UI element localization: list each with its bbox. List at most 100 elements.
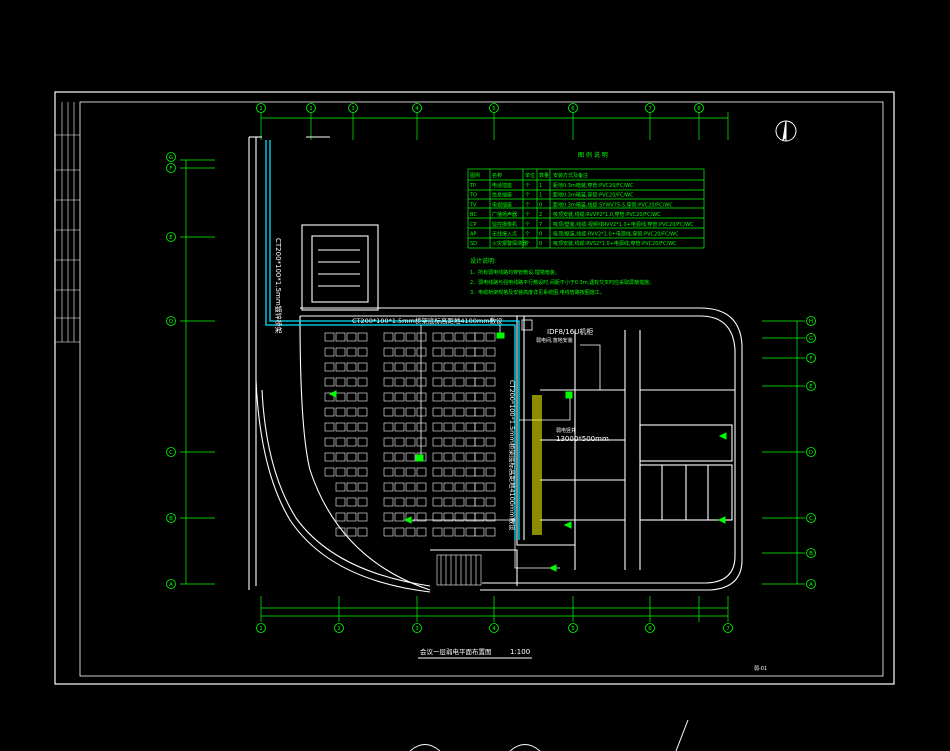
seat (474, 377, 485, 387)
top-dimension-chain (260, 112, 729, 140)
legend-cell: 信息插座 (492, 192, 512, 199)
seat (335, 482, 346, 492)
seat (346, 347, 357, 357)
legend-cell: 距地0.3m暗装,穿管:PVC20/FC/WC (553, 182, 634, 189)
grid-axis-label: 2 (337, 626, 341, 632)
socket-symbol (565, 391, 573, 399)
grid-bubble (489, 103, 499, 113)
seat (465, 437, 476, 447)
seat (346, 422, 357, 432)
seat (416, 407, 427, 417)
seat (416, 422, 427, 432)
seat (416, 362, 427, 372)
grid-axis-label: 6 (648, 626, 652, 632)
seat (432, 467, 443, 477)
seat (383, 392, 394, 402)
legend-cell: 吸顶安装,线缆:RVS2*1.0+电源线,穿管:PVC20/FC/WC (553, 240, 677, 247)
seat (485, 437, 496, 447)
camera-symbol (717, 516, 726, 524)
seat (474, 452, 485, 462)
seat (454, 422, 465, 432)
seat (394, 407, 405, 417)
seat (465, 422, 476, 432)
seat (454, 347, 465, 357)
seat (357, 467, 368, 477)
legend-cell: 个 (525, 183, 530, 189)
seat (383, 452, 394, 462)
seat (416, 512, 427, 522)
seat (357, 437, 368, 447)
grid-axis-label: E (169, 235, 173, 241)
seat (443, 347, 454, 357)
seat (357, 392, 368, 402)
tray-label-horizontal: CT200*100*1.5mm桥架底标高距地4100mm敷设 (352, 316, 503, 325)
grid-axis-label: F (169, 166, 172, 172)
drawing-scale: 1:100 (510, 648, 530, 656)
seat (454, 527, 465, 537)
grid-axis-label: D (809, 450, 813, 456)
seat (432, 527, 443, 537)
seat (335, 392, 346, 402)
grid-bubble (806, 333, 816, 343)
grid-axis-label: 4 (492, 626, 496, 632)
grid-axis-label: 1 (259, 106, 263, 112)
seat (443, 467, 454, 477)
seat (474, 392, 485, 402)
seat (474, 482, 485, 492)
seat (416, 377, 427, 387)
seat (474, 512, 485, 522)
grid-bubble (256, 103, 266, 113)
seat (405, 332, 416, 342)
grid-bubble (166, 447, 176, 457)
seat (394, 422, 405, 432)
seat (405, 407, 416, 417)
camera-symbol (403, 516, 412, 524)
idf-cabinet (521, 319, 533, 331)
seat (394, 347, 405, 357)
seat (465, 362, 476, 372)
seat (346, 407, 357, 417)
seat (357, 482, 368, 492)
seat (443, 527, 454, 537)
seat (474, 497, 485, 507)
legend-cell: 个 (525, 193, 530, 199)
grid-bubble (806, 579, 816, 589)
legend-cell: BC (470, 212, 477, 218)
seat (432, 347, 443, 357)
legend-header-cell: 名称 (492, 172, 502, 179)
seat (324, 452, 335, 462)
seat (416, 392, 427, 402)
seat (454, 377, 465, 387)
seat (405, 392, 416, 402)
legend-cell: 个 (525, 241, 530, 247)
legend-cell: 0 (539, 202, 542, 208)
notes-title: 设计说明: (470, 257, 496, 265)
seat (465, 497, 476, 507)
seat (454, 332, 465, 342)
seat (383, 377, 394, 387)
seat (443, 332, 454, 342)
seat (485, 527, 496, 537)
seat (335, 332, 346, 342)
seat (454, 482, 465, 492)
seat (346, 362, 357, 372)
seat (357, 527, 368, 537)
seat (335, 362, 346, 372)
legend-cell: 距地0.3m暗装,线缆:SYWV75-5,穿管:PVC20/FC/WC (553, 201, 673, 208)
seat (357, 362, 368, 372)
seat (454, 452, 465, 462)
seat (346, 467, 357, 477)
seat (485, 362, 496, 372)
legend-header-cell: 图例 (470, 172, 480, 179)
seat (465, 452, 476, 462)
legend-cell: 吸顶/壁装,线缆:RVV2*1.0+电源线,穿管:PVC20/FC/WC (553, 231, 679, 238)
grid-bubble (806, 353, 816, 363)
seat (465, 467, 476, 477)
seat (465, 527, 476, 537)
seat (416, 467, 427, 477)
seat (357, 497, 368, 507)
seat (432, 437, 443, 447)
seat (443, 377, 454, 387)
